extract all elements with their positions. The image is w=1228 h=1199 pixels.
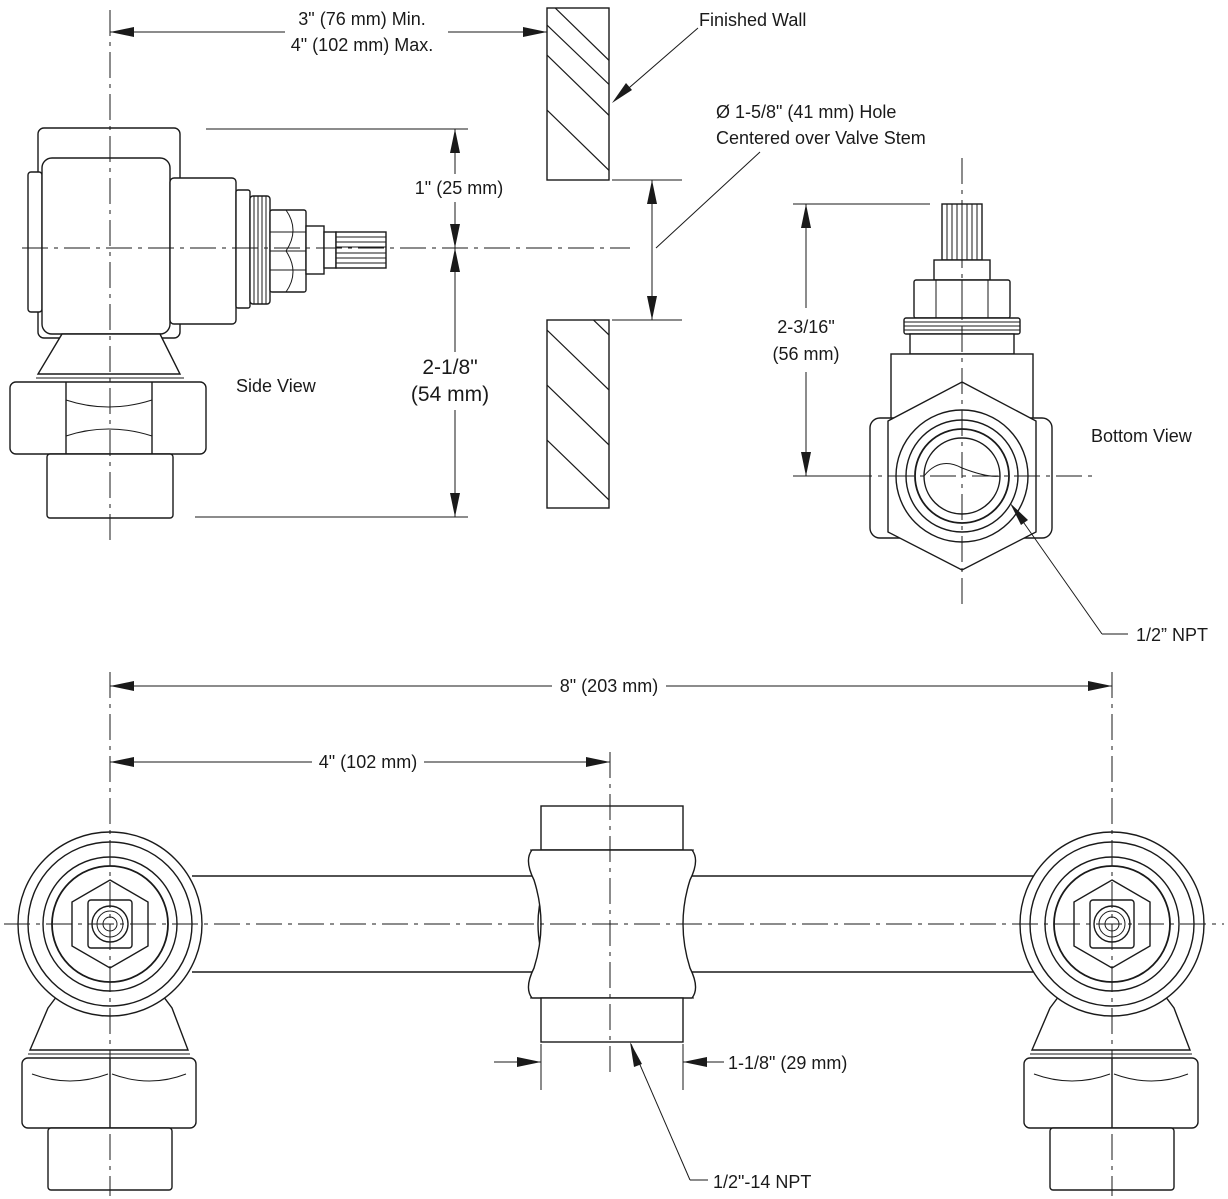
finished-wall-label: Finished Wall bbox=[699, 10, 806, 30]
side-view-valve bbox=[9, 127, 387, 519]
npt-half-label: 1/2” NPT bbox=[1136, 625, 1208, 645]
bottom-view-height-dimension: 2-3/16" (56 mm) bbox=[773, 203, 930, 477]
side-view-height-dimensions: 1" (25 mm) 2-1/8" (54 mm) bbox=[195, 128, 503, 518]
hole-callout-line1: Ø 1-5/8" (41 mm) Hole bbox=[716, 102, 896, 122]
tee-width-dimension: 1-1/8" (29 mm) bbox=[494, 1044, 847, 1090]
npt-tee-callout: 1/2"-14 NPT bbox=[630, 1042, 811, 1192]
finished-wall bbox=[546, 7, 610, 509]
overall-width-label: 8" (203 mm) bbox=[560, 676, 658, 696]
tee-width-label: 1-1/8" (29 mm) bbox=[728, 1053, 847, 1073]
bottom-view-height-mm-label: (56 mm) bbox=[773, 344, 840, 364]
wall-distance-max-label: 4" (102 mm) Max. bbox=[291, 35, 433, 55]
overall-width-dimension: 8" (203 mm) bbox=[110, 676, 1112, 696]
finished-wall-callout: Finished Wall bbox=[612, 10, 806, 103]
bottom-view-valve bbox=[869, 203, 1053, 571]
npt-half-callout: 1/2” NPT bbox=[1010, 503, 1208, 645]
bottom-view-height-in-label: 2-3/16" bbox=[777, 317, 834, 337]
wall-distance-min-label: 3" (76 mm) Min. bbox=[298, 9, 425, 29]
side-view-title: Side View bbox=[236, 376, 317, 396]
half-width-dimension: 4" (102 mm) bbox=[110, 752, 610, 772]
wall-distance-dimension: 3" (76 mm) Min. 4" (102 mm) Max. bbox=[110, 9, 547, 55]
wall-hole-dimension: Ø 1-5/8" (41 mm) Hole Centered over Valv… bbox=[612, 102, 926, 321]
body-below-center-mm-label: (54 mm) bbox=[411, 383, 489, 406]
hole-callout-line2: Centered over Valve Stem bbox=[716, 128, 926, 148]
bottom-view-title: Bottom View bbox=[1091, 426, 1193, 446]
npt-tee-label: 1/2"-14 NPT bbox=[713, 1172, 811, 1192]
stem-above-center-label: 1" (25 mm) bbox=[415, 178, 503, 198]
half-width-label: 4" (102 mm) bbox=[319, 752, 417, 772]
body-below-center-in-label: 2-1/8" bbox=[422, 356, 477, 379]
